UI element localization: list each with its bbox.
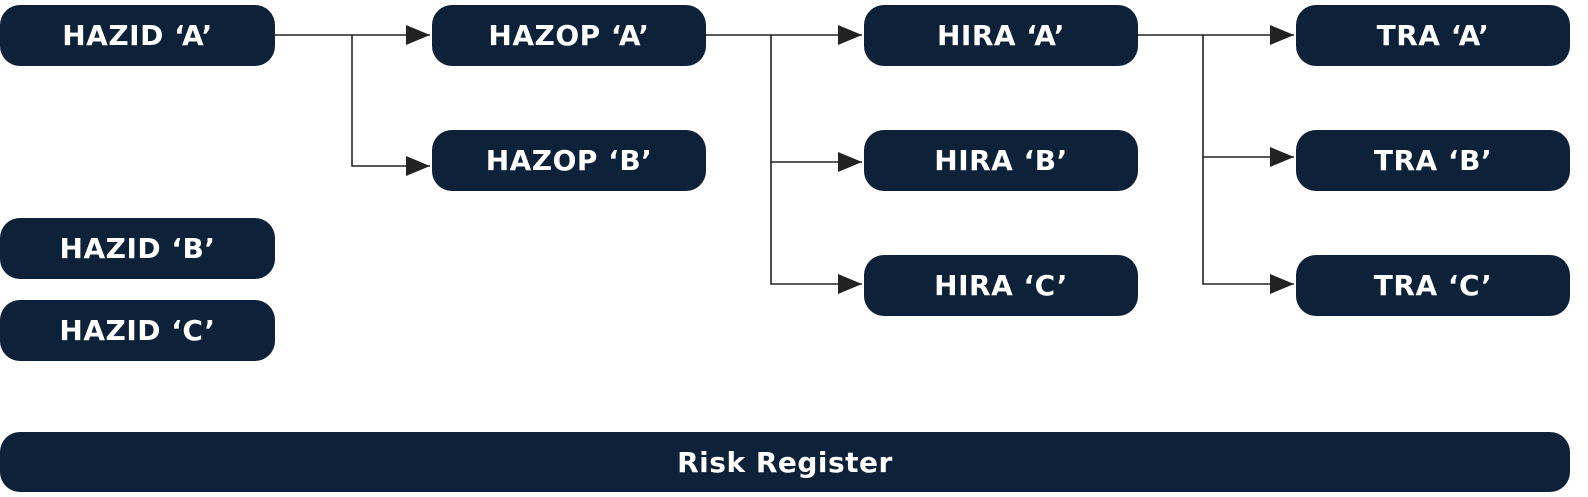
node-risk-register: Risk Register	[0, 432, 1570, 492]
node-hira-a: HIRA ‘A’	[864, 5, 1138, 66]
node-hazid-a: HAZID ‘A’	[0, 5, 275, 66]
edge-hazid-a-hazop-b	[351, 35, 430, 176]
node-hira-b: HIRA ‘B’	[864, 130, 1138, 191]
node-hira-c: HIRA ‘C’	[864, 255, 1138, 316]
node-tra-b: TRA ‘B’	[1296, 130, 1570, 191]
node-hazid-b: HAZID ‘B’	[0, 218, 275, 279]
edge-hira-a-tra-c	[1202, 157, 1294, 294]
node-tra-a: TRA ‘A’	[1296, 5, 1570, 66]
node-hazid-c: HAZID ‘C’	[0, 300, 275, 361]
node-hazop-a: HAZOP ‘A’	[432, 5, 706, 66]
node-tra-c: TRA ‘C’	[1296, 255, 1570, 316]
edge-hazop-a-hira-b	[770, 35, 862, 172]
edge-hira-a-tra-b	[1202, 35, 1294, 167]
node-hazop-b: HAZOP ‘B’	[432, 130, 706, 191]
edge-hazop-a-hira-c	[770, 162, 862, 294]
